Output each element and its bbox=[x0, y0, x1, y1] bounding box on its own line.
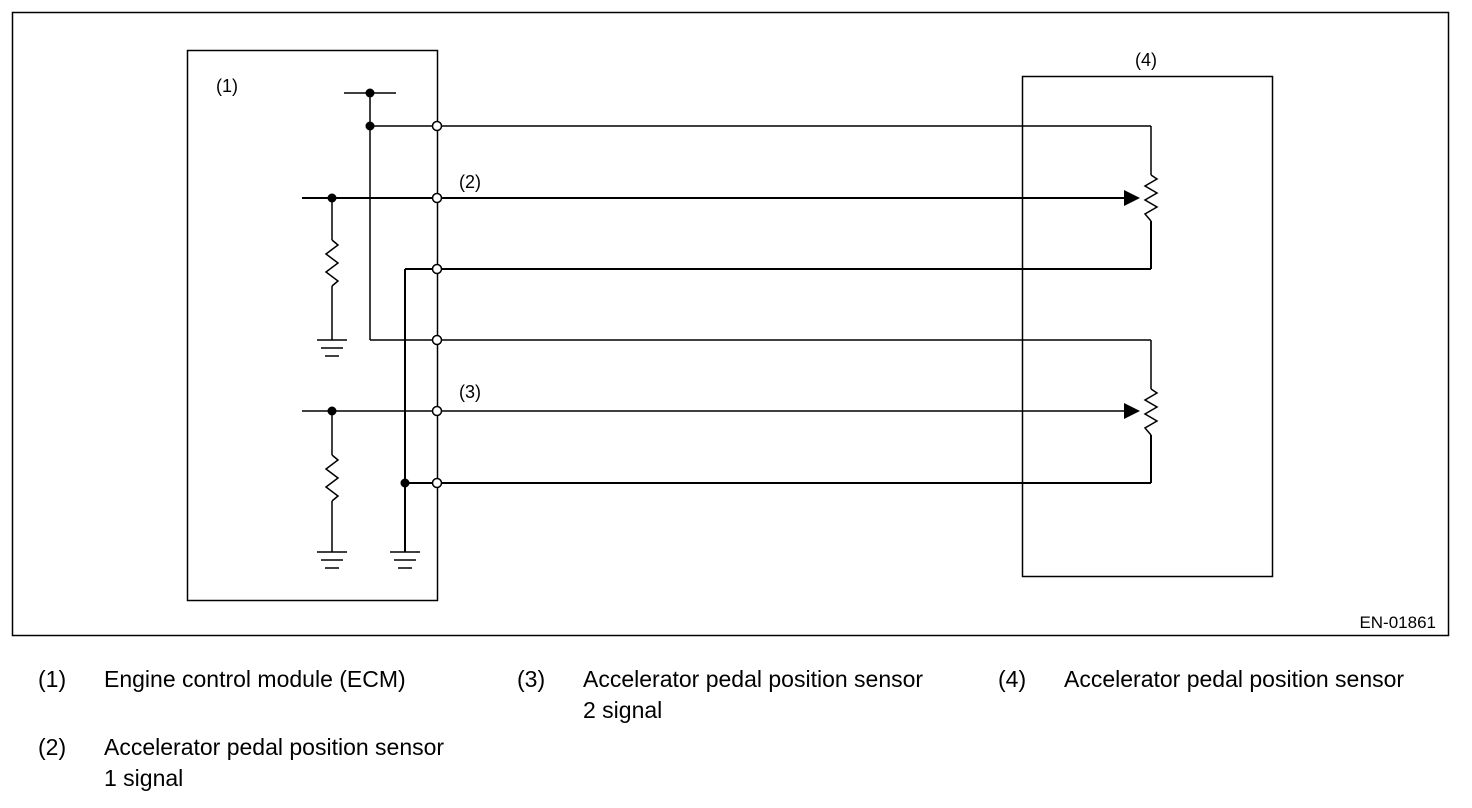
sensor-box bbox=[1021, 75, 1274, 578]
legend-number: (2) bbox=[38, 734, 67, 760]
sensor-callout: (4) bbox=[1135, 50, 1157, 70]
power-supply-wiring bbox=[344, 92, 1152, 389]
legend-text: 2 signal bbox=[583, 697, 663, 723]
diagram-frame bbox=[11, 11, 1450, 637]
arrow-head-icon bbox=[1124, 190, 1140, 206]
legend-text: Accelerator pedal position sensor bbox=[104, 734, 445, 760]
signal-2-callout: (3) bbox=[459, 382, 481, 402]
legend-number: (4) bbox=[998, 666, 1027, 692]
wiring-diagram: (1) (4) (2) bbox=[11, 11, 1450, 637]
arrow-head-icon bbox=[1124, 403, 1140, 419]
terminal-icon bbox=[431, 405, 443, 417]
ecm-box bbox=[186, 49, 439, 602]
junction-dot bbox=[365, 121, 375, 131]
junction-dot bbox=[365, 88, 375, 98]
legend-text: Engine control module (ECM) bbox=[104, 666, 406, 692]
terminal-icon bbox=[431, 334, 443, 346]
legend-number: (1) bbox=[38, 666, 67, 692]
terminal-icon bbox=[431, 192, 443, 204]
legend-number: (3) bbox=[517, 666, 546, 692]
connector-terminals bbox=[431, 120, 443, 489]
resistor-icon bbox=[324, 198, 340, 340]
ground-icon bbox=[390, 551, 420, 569]
ground-icon bbox=[317, 339, 347, 357]
ground-icon bbox=[317, 551, 347, 569]
signal-1-callout: (2) bbox=[459, 172, 481, 192]
terminal-icon bbox=[431, 263, 443, 275]
terminal-icon bbox=[431, 477, 443, 489]
legend-text: Accelerator pedal position sensor bbox=[1064, 666, 1405, 692]
junction-dot bbox=[400, 478, 410, 488]
potentiometer-icon bbox=[1143, 388, 1159, 436]
figure-code: EN-01861 bbox=[1359, 613, 1436, 632]
potentiometer-icon bbox=[1143, 174, 1159, 222]
legend-text: Accelerator pedal position sensor bbox=[583, 666, 924, 692]
resistor-icon bbox=[324, 411, 340, 552]
ecm-callout: (1) bbox=[216, 76, 238, 96]
terminal-icon bbox=[431, 120, 443, 132]
ground-return-wiring bbox=[404, 221, 1152, 552]
legend-text: 1 signal bbox=[104, 765, 184, 791]
